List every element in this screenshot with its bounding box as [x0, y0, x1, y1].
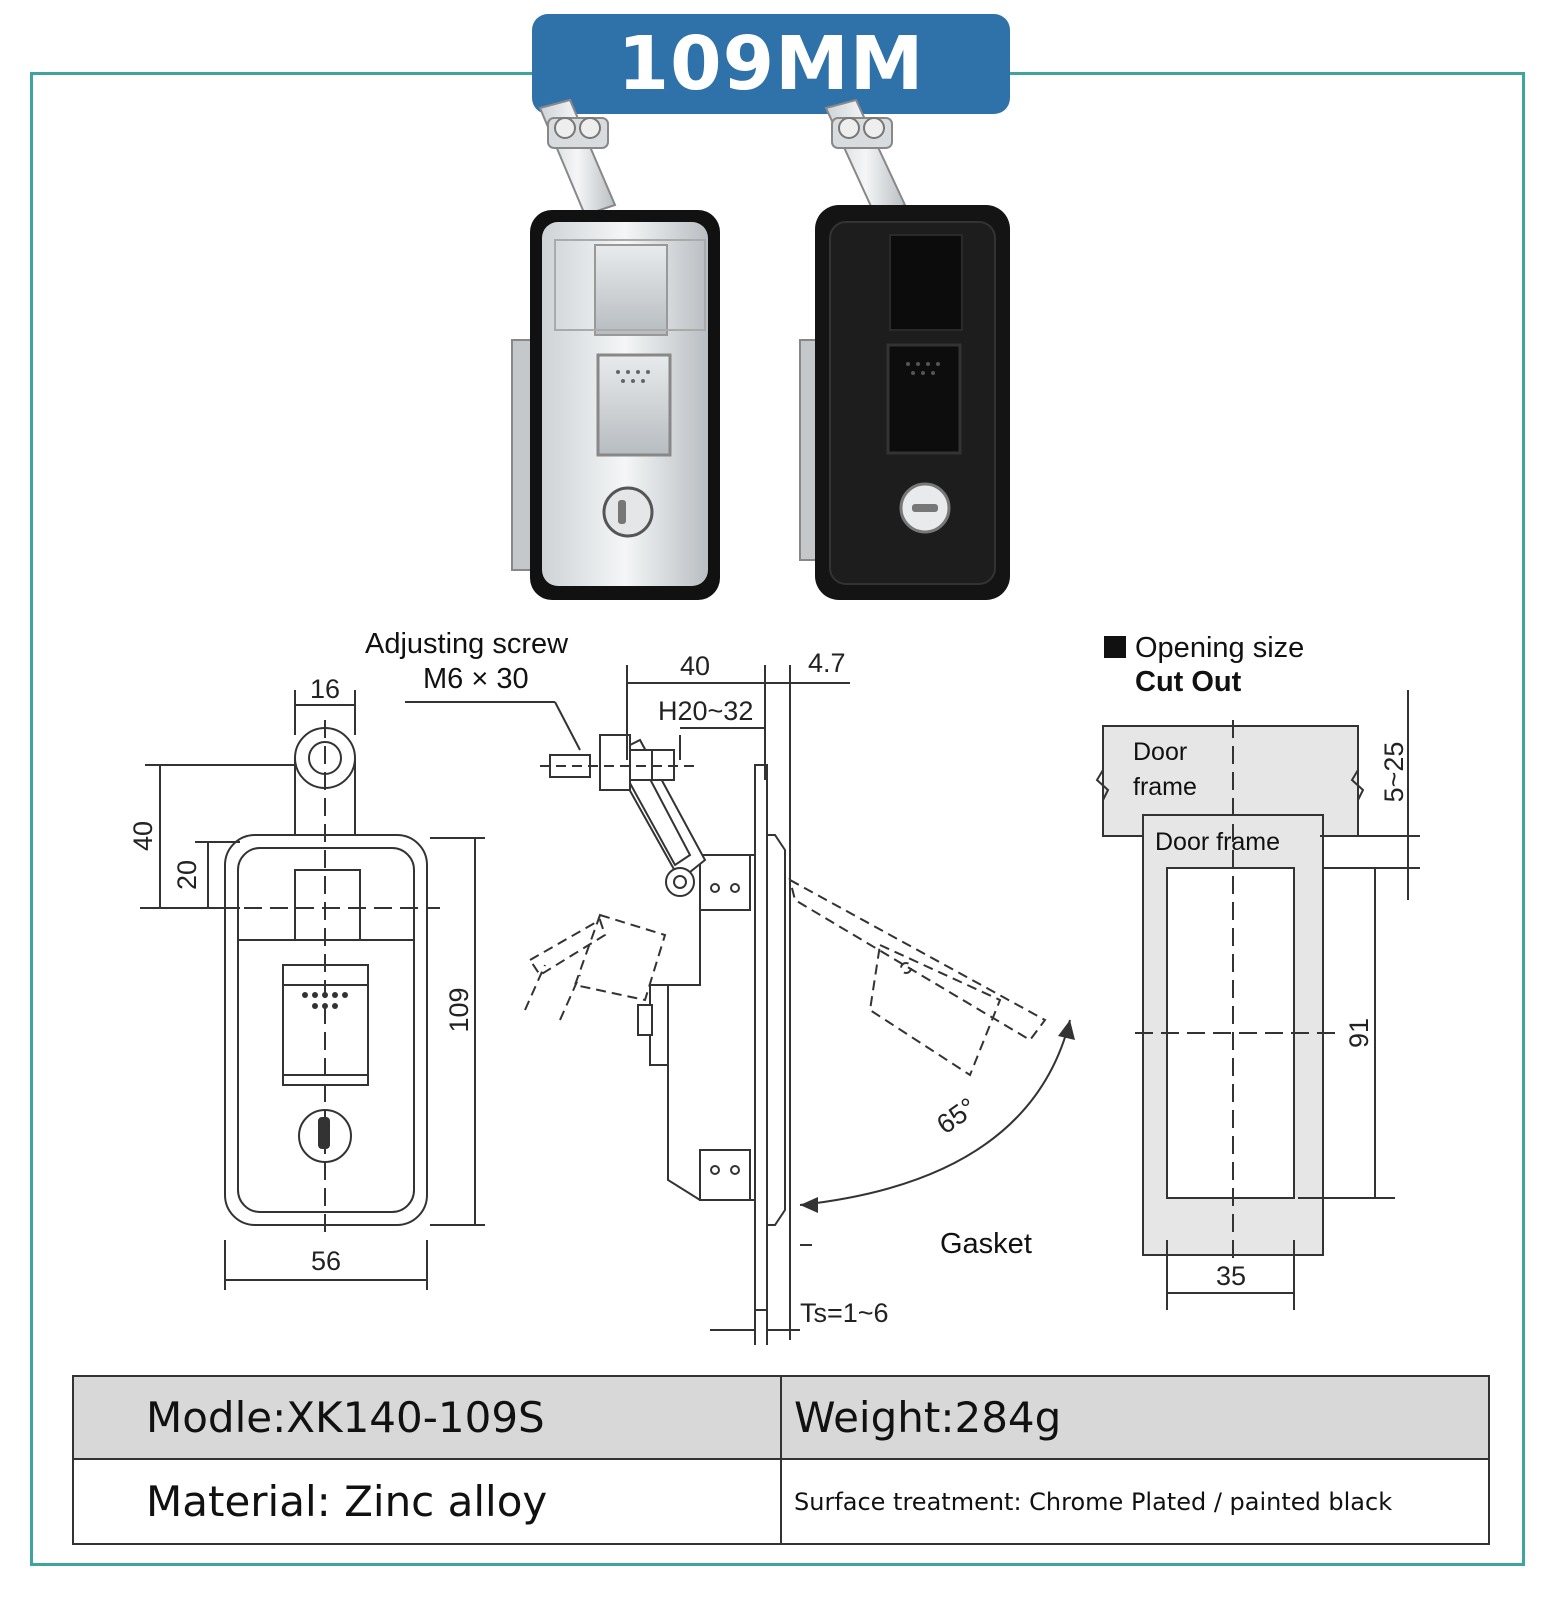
- spec-material: Material: Zinc alloy: [146, 1477, 548, 1526]
- label-door-top-1: Door: [1133, 738, 1187, 766]
- opening-size-bullet-icon: [1104, 636, 1126, 658]
- label-cut-out: Cut Out: [1135, 666, 1242, 698]
- dim-20: 20: [172, 860, 202, 890]
- front-view: [140, 690, 485, 1290]
- dim-40-front: 40: [128, 821, 158, 851]
- spec-weight: Weight:284g: [794, 1393, 1062, 1442]
- dim-5-25: 5~25: [1379, 742, 1409, 803]
- side-view-labels: Adjusting screw M6 × 30 40 4.7 H20~32 65…: [365, 628, 1032, 1328]
- front-view-dim-labels: 16 40 20 109 56: [128, 674, 474, 1276]
- label-door-top-2: frame: [1133, 773, 1197, 801]
- spec-model-cell: Modle:XK140-109S: [74, 1377, 782, 1460]
- spec-model: Modle:XK140-109S: [146, 1393, 545, 1442]
- label-screw-size: M6 × 30: [423, 663, 529, 695]
- dim-35: 35: [1216, 1261, 1246, 1291]
- spec-weight-cell: Weight:284g: [782, 1377, 1488, 1460]
- cut-out-view: [1095, 636, 1420, 1310]
- dim-65-degree: 65°: [931, 1092, 982, 1140]
- cut-out-labels: Opening size Cut Out Door frame Door fra…: [1133, 632, 1409, 1291]
- black-latch-photo: [799, 98, 1010, 600]
- spec-table: Modle:XK140-109S Weight:284g Material: Z…: [72, 1375, 1490, 1545]
- spec-surface: Surface treatment: Chrome Plated / paint…: [794, 1487, 1393, 1516]
- title-badge: 109MM: [532, 14, 1010, 114]
- dim-109: 109: [444, 987, 474, 1032]
- label-adjusting-screw: Adjusting screw: [365, 628, 569, 660]
- label-gasket: Gasket: [940, 1228, 1032, 1260]
- dim-91: 91: [1344, 1018, 1374, 1048]
- chrome-latch-photo: [511, 98, 720, 600]
- spec-surface-cell: Surface treatment: Chrome Plated / paint…: [782, 1460, 1488, 1543]
- dim-h20-32: H20~32: [658, 696, 753, 726]
- dim-ts: Ts=1~6: [800, 1298, 889, 1328]
- label-door-frame-inner: Door frame: [1155, 828, 1280, 856]
- label-opening-size: Opening size: [1135, 632, 1304, 664]
- side-view: [405, 665, 1075, 1345]
- dim-4-7: 4.7: [808, 648, 846, 678]
- dim-16: 16: [310, 674, 340, 704]
- spec-material-cell: Material: Zinc alloy: [74, 1460, 782, 1543]
- dim-40-side: 40: [680, 651, 710, 681]
- dim-56: 56: [311, 1246, 341, 1276]
